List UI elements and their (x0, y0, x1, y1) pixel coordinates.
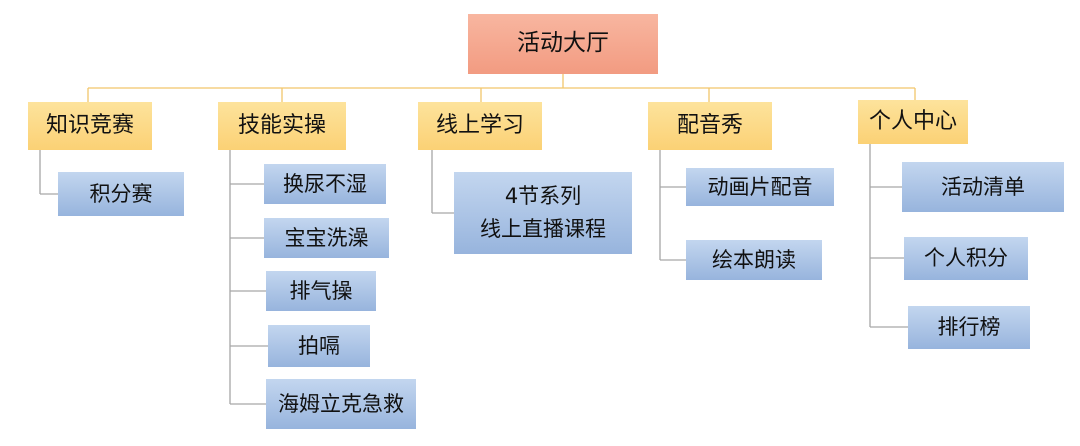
category-knowledge-contest[interactable]: 知识竞赛 (28, 102, 152, 150)
category-online-learning[interactable]: 线上学习 (418, 102, 542, 150)
category-dubbing-show[interactable]: 配音秀 (648, 102, 772, 150)
leaf-burping[interactable]: 拍嗝 (268, 325, 370, 367)
category-skill-practice[interactable]: 技能实操 (218, 102, 346, 150)
category-label: 线上学习 (435, 112, 524, 138)
leaf-points-contest[interactable]: 积分赛 (58, 172, 184, 216)
leaf-label-line-2: 线上直播课程 (480, 217, 606, 241)
leaf-activity-list[interactable]: 活动清单 (902, 162, 1064, 212)
leaf-label: 宝宝洗澡 (284, 225, 369, 250)
category-label: 配音秀 (676, 112, 743, 138)
leaf-label: 拍嗝 (298, 333, 340, 358)
leaf-label: 海姆立克急救 (278, 391, 404, 416)
category-personal-center[interactable]: 个人中心 (858, 100, 968, 144)
leaf-label: 活动清单 (941, 174, 1025, 199)
category-label: 个人中心 (868, 108, 957, 134)
root-node-activity-hall[interactable]: 活动大厅 (468, 14, 658, 74)
leaf-gas-relief-exercise[interactable]: 排气操 (266, 271, 376, 311)
category-label: 技能实操 (237, 112, 326, 138)
leaf-label: 动画片配音 (707, 174, 813, 199)
leaf-cartoon-dubbing[interactable]: 动画片配音 (686, 168, 834, 206)
leaf-baby-bath[interactable]: 宝宝洗澡 (264, 218, 389, 258)
leaf-label: 排气操 (289, 278, 353, 303)
leaf-online-live-courses[interactable]: 4节系列 线上直播课程 (454, 172, 632, 254)
leaf-label: 绘本朗读 (712, 247, 796, 272)
root-node-label: 活动大厅 (517, 30, 609, 57)
leaf-picture-book-reading[interactable]: 绘本朗读 (686, 240, 822, 280)
leaf-leaderboard[interactable]: 排行榜 (908, 306, 1030, 349)
leaf-personal-points[interactable]: 个人积分 (904, 237, 1028, 280)
leaf-diaper-change[interactable]: 换尿不湿 (264, 164, 386, 204)
category-label: 知识竞赛 (45, 112, 134, 138)
leaf-label: 排行榜 (937, 315, 1001, 340)
leaf-heimlich-first-aid[interactable]: 海姆立克急救 (266, 379, 416, 429)
leaf-label: 换尿不湿 (283, 171, 367, 196)
leaf-label: 个人积分 (924, 246, 1008, 271)
leaf-label-line-1: 4节系列 (504, 184, 582, 209)
leaf-label: 积分赛 (89, 181, 153, 206)
